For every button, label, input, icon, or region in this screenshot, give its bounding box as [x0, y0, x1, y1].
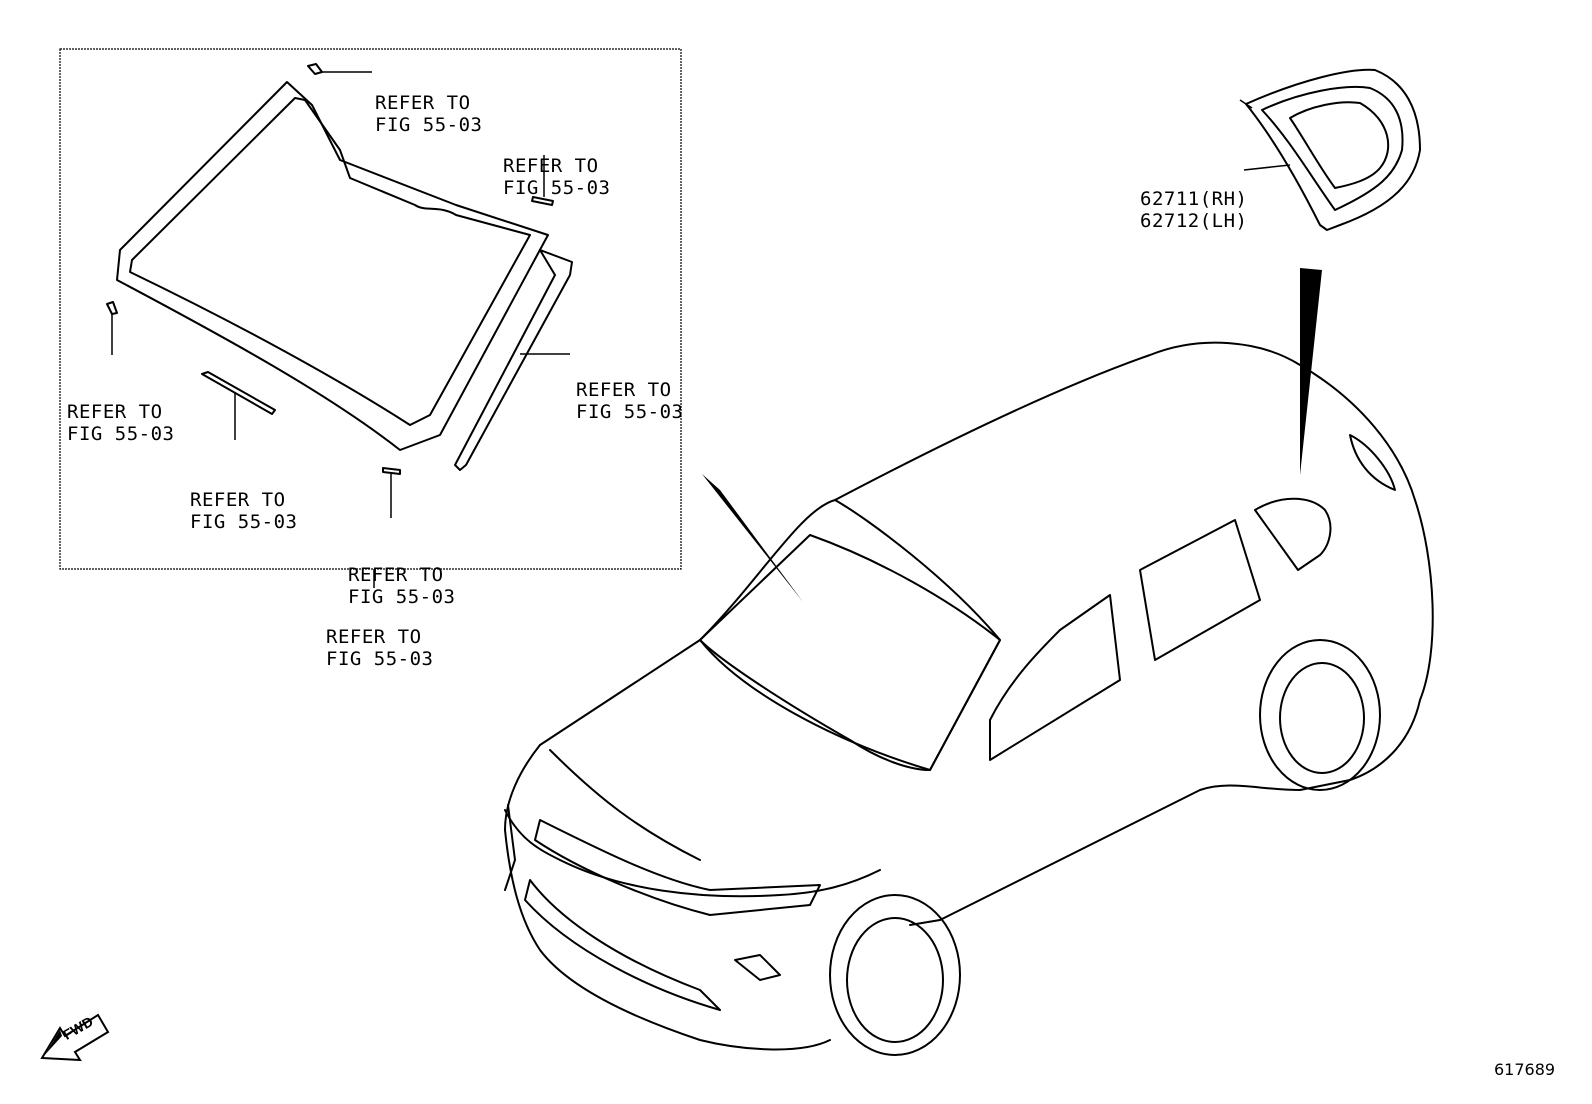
vehicle-outline [504, 341, 1434, 1056]
bottom-clip [382, 467, 401, 475]
part-62712-lh: 62712(LH) [1140, 210, 1248, 232]
fwd-direction-icon [40, 1013, 110, 1062]
windshield-inner-outline [129, 97, 531, 426]
top-clip [307, 63, 323, 75]
part-62711-rh: 62711(RH) [1140, 188, 1248, 210]
windshield-pointer [702, 474, 803, 602]
part-number-labels: 62711(RH)62712(LH) [1140, 144, 1247, 276]
top-right-clip [531, 196, 554, 206]
lower-molding [201, 371, 276, 415]
quarter-window-glass [1245, 68, 1421, 231]
windshield-detail-frame [59, 48, 682, 570]
left-clip [106, 301, 118, 315]
illustration-id: 617689 [1494, 1060, 1556, 1079]
windshield-side-molding [454, 249, 573, 471]
windshield-glass [116, 81, 549, 451]
